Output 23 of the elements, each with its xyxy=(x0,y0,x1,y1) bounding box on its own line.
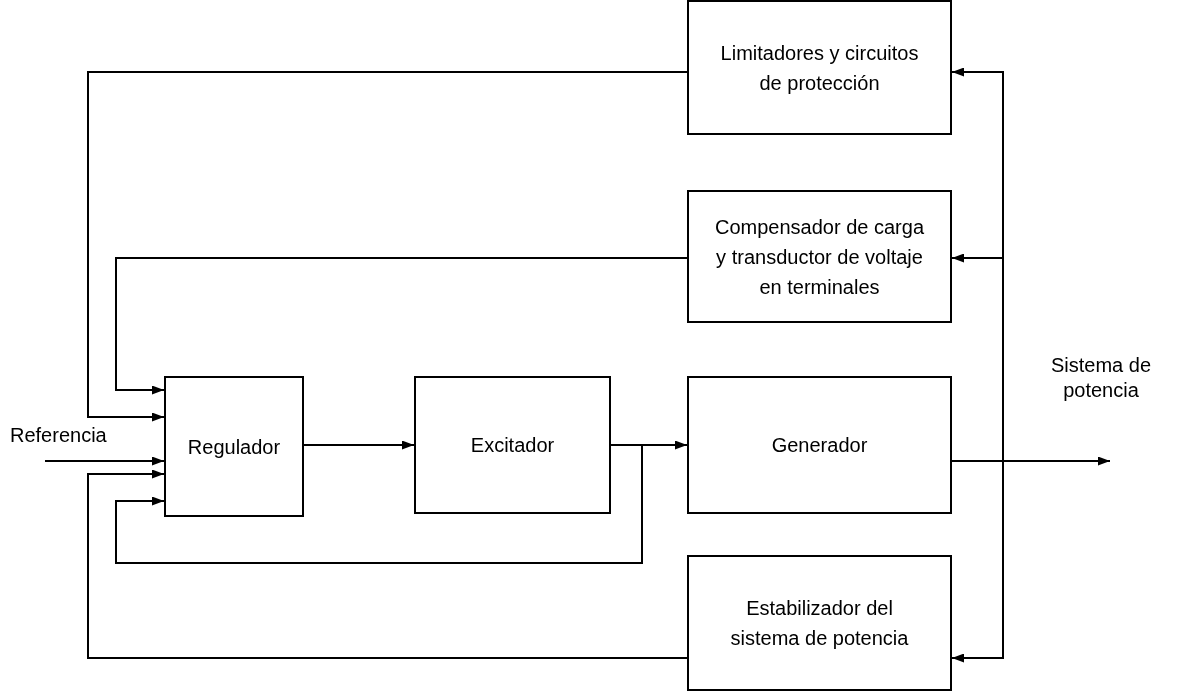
arrow xyxy=(303,440,415,450)
block-box xyxy=(687,555,952,691)
arrow xyxy=(951,460,1004,663)
arrow xyxy=(115,444,643,564)
block-box xyxy=(687,0,952,135)
arrow xyxy=(44,456,165,466)
block-box xyxy=(414,376,611,514)
block-label: Excitador xyxy=(470,433,555,458)
arrow xyxy=(951,456,1111,466)
block-box xyxy=(687,190,952,323)
arrow xyxy=(951,253,1004,462)
block-box xyxy=(164,376,304,517)
signal-label: Referencia xyxy=(10,423,108,448)
signal-label: Sistema de potencia xyxy=(1049,353,1153,403)
block-label: Limitadores y circuitos de protección xyxy=(719,40,920,96)
arrow xyxy=(87,469,688,659)
block-label: Compensador de carga y transductor de voltaje en terminales xyxy=(714,214,925,300)
block-label: Generador xyxy=(771,433,868,458)
arrow xyxy=(115,257,688,395)
block-label: Regulador xyxy=(187,434,281,460)
block-label: Estabilizador del sistema de potencia xyxy=(729,596,910,651)
block-box xyxy=(687,376,952,514)
arrow xyxy=(87,71,688,422)
